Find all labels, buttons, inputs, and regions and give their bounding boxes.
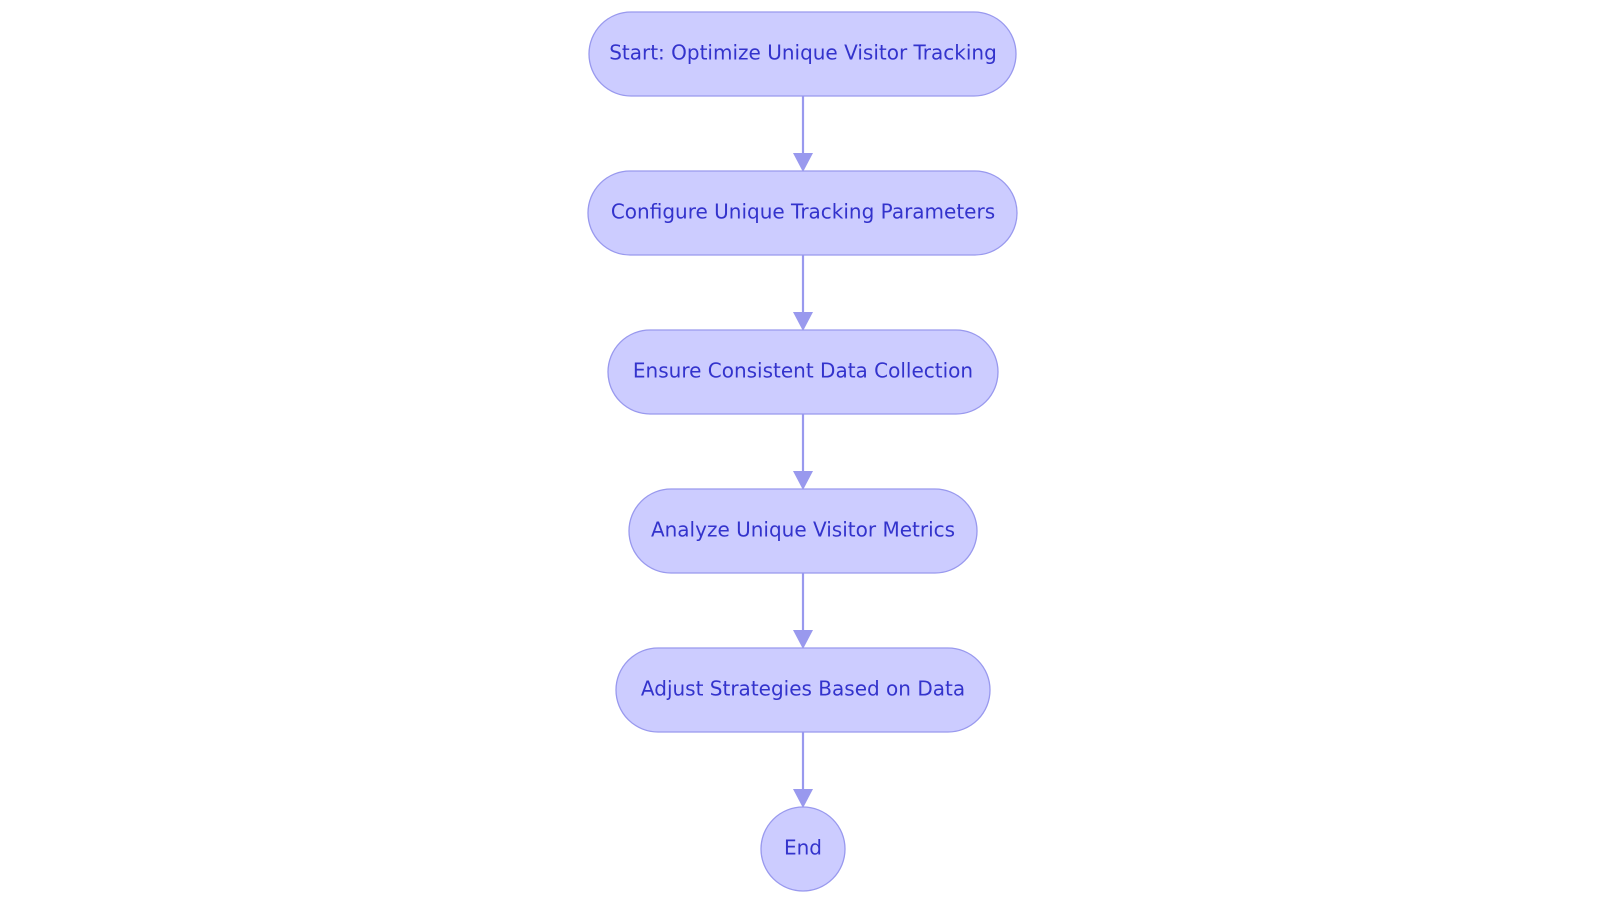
node-start-label: Start: Optimize Unique Visitor Tracking [609,41,997,65]
node-start-shape [588,11,1017,97]
edges-layer [793,96,813,808]
arrowhead-icon [793,312,813,331]
node-ensure[interactable]: Ensure Consistent Data Collection [607,329,999,415]
edge-analyze-to-adjust [793,573,813,649]
node-ensure-label: Ensure Consistent Data Collection [633,359,973,383]
edge-adjust-to-end [793,732,813,808]
node-analyze-label: Analyze Unique Visitor Metrics [651,518,955,542]
node-end-label: End [784,836,822,860]
node-end-shape [760,806,846,892]
edge-configure-to-ensure [793,255,813,331]
node-analyze-shape [628,488,978,574]
node-start[interactable]: Start: Optimize Unique Visitor Tracking [588,11,1017,97]
node-configure[interactable]: Configure Unique Tracking Parameters [587,170,1018,256]
node-adjust[interactable]: Adjust Strategies Based on Data [615,647,991,733]
arrowhead-icon [793,789,813,808]
node-adjust-shape [615,647,991,733]
nodes-layer: Start: Optimize Unique Visitor Tracking … [587,11,1018,892]
edge-start-to-configure [793,96,813,172]
arrowhead-icon [793,630,813,649]
arrowhead-icon [793,471,813,490]
node-adjust-label: Adjust Strategies Based on Data [641,677,965,701]
node-analyze[interactable]: Analyze Unique Visitor Metrics [628,488,978,574]
node-ensure-shape [607,329,999,415]
arrowhead-icon [793,153,813,172]
edge-ensure-to-analyze [793,414,813,490]
node-configure-label: Configure Unique Tracking Parameters [611,200,995,224]
node-configure-shape [587,170,1018,256]
node-end[interactable]: End [760,806,846,892]
